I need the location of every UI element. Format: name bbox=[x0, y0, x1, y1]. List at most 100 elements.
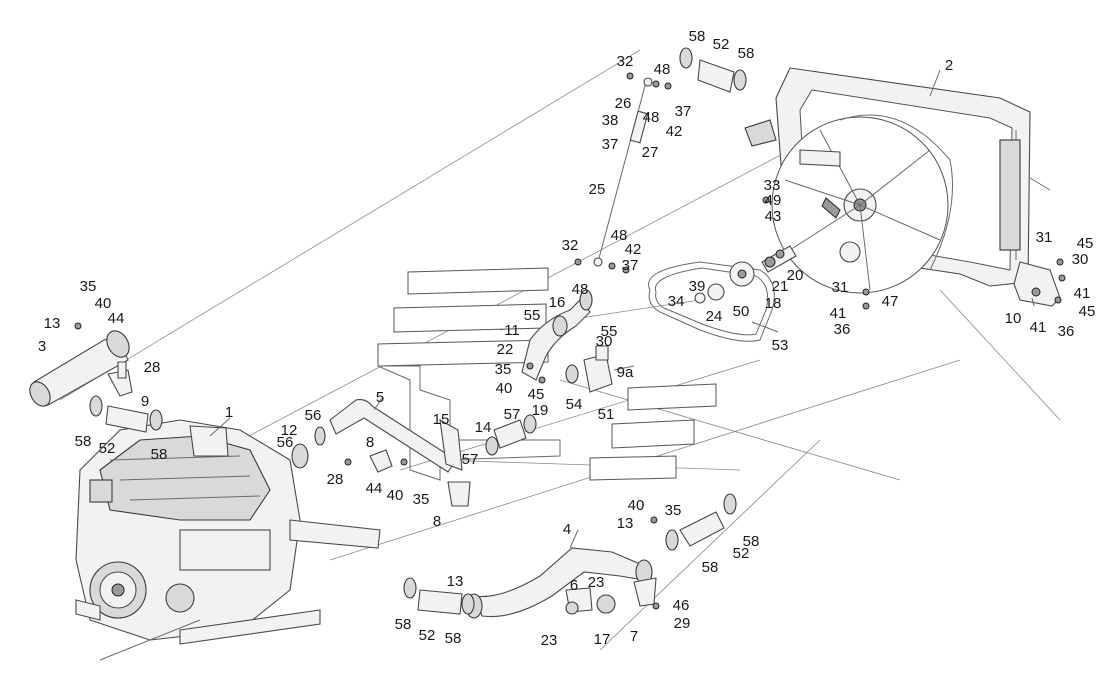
callout-30: 30 bbox=[1072, 251, 1089, 268]
callout-58: 58 bbox=[689, 28, 706, 45]
callout-42: 42 bbox=[666, 123, 683, 140]
pipe-bracket-center bbox=[369, 418, 471, 507]
callout-44: 44 bbox=[366, 480, 383, 497]
callout-52: 52 bbox=[733, 545, 750, 562]
mounting-bracket bbox=[1013, 261, 1061, 307]
callout-13: 13 bbox=[617, 515, 634, 532]
callout-53: 53 bbox=[772, 337, 789, 354]
callout-56: 56 bbox=[305, 407, 322, 424]
callout-46: 46 bbox=[673, 597, 690, 614]
callout-labels: 12345678899а1011121313131415161718192021… bbox=[38, 28, 1096, 649]
callout-48: 48 bbox=[643, 109, 660, 126]
callout-38: 38 bbox=[602, 112, 619, 129]
callout-14: 14 bbox=[475, 419, 492, 436]
callout-13: 13 bbox=[447, 573, 464, 590]
callout-57: 57 bbox=[462, 451, 479, 468]
engine-block bbox=[75, 419, 301, 641]
callout-32: 32 bbox=[562, 237, 579, 254]
callout-11: 11 bbox=[504, 322, 520, 339]
callout-15: 15 bbox=[433, 411, 450, 428]
fasteners bbox=[74, 72, 1066, 610]
callout-45: 45 bbox=[1077, 235, 1094, 252]
callout-35: 35 bbox=[665, 502, 682, 519]
callout-45: 45 bbox=[528, 386, 545, 403]
callout-58: 58 bbox=[75, 433, 92, 450]
drive-belt bbox=[648, 261, 775, 342]
callout-13: 13 bbox=[44, 315, 61, 332]
callout-16: 16 bbox=[549, 294, 566, 311]
leader-lines bbox=[209, 69, 1035, 549]
callout-36: 36 bbox=[834, 321, 851, 338]
coolant-pipe-mid bbox=[521, 289, 593, 381]
callout-31: 31 bbox=[832, 279, 849, 296]
callout-9а: 9а bbox=[617, 364, 634, 381]
callout-41: 41 bbox=[1030, 319, 1047, 336]
callout-43: 43 bbox=[765, 208, 782, 225]
callout-17: 17 bbox=[594, 631, 611, 648]
callout-8: 8 bbox=[366, 434, 374, 451]
callout-50: 50 bbox=[733, 303, 750, 320]
callout-22: 22 bbox=[497, 341, 514, 358]
callout-6: 6 bbox=[570, 577, 578, 594]
callout-44: 44 bbox=[108, 310, 125, 327]
callout-55: 55 bbox=[601, 323, 618, 340]
callout-21: 21 bbox=[772, 278, 789, 295]
callout-3: 3 bbox=[38, 338, 46, 355]
callout-20: 20 bbox=[787, 267, 804, 284]
callout-10: 10 bbox=[1005, 310, 1022, 327]
callout-37: 37 bbox=[602, 136, 619, 153]
callout-5: 5 bbox=[376, 389, 384, 406]
callout-58: 58 bbox=[445, 630, 462, 647]
charge-air-hose-lower bbox=[403, 577, 475, 615]
charge-air-hose-right bbox=[665, 493, 737, 551]
callout-28: 28 bbox=[327, 471, 344, 488]
callout-48: 48 bbox=[611, 227, 628, 244]
callout-34: 34 bbox=[668, 293, 685, 310]
callout-39: 39 bbox=[689, 278, 706, 295]
thermostat-housing bbox=[565, 345, 613, 393]
callout-41: 41 bbox=[830, 305, 847, 322]
callout-48: 48 bbox=[572, 281, 589, 298]
callout-35: 35 bbox=[495, 361, 512, 378]
callout-40: 40 bbox=[496, 380, 513, 397]
pipe-bracket-lower bbox=[565, 577, 657, 615]
charge-air-hose-left bbox=[89, 395, 163, 433]
callout-47: 47 bbox=[882, 293, 899, 310]
callout-40: 40 bbox=[387, 487, 404, 504]
callout-7: 7 bbox=[630, 628, 638, 645]
callout-54: 54 bbox=[566, 396, 583, 413]
callout-33: 33 bbox=[764, 177, 781, 194]
charge-air-pipe-lower bbox=[465, 547, 653, 619]
callout-52: 52 bbox=[713, 36, 730, 53]
callout-1: 1 bbox=[225, 404, 233, 421]
callout-8: 8 bbox=[433, 513, 441, 530]
callout-58: 58 bbox=[743, 533, 760, 550]
callout-37: 37 bbox=[622, 257, 639, 274]
callout-41: 41 bbox=[1074, 285, 1091, 302]
callout-9: 9 bbox=[141, 393, 149, 410]
frame-rails bbox=[75, 519, 381, 661]
callout-30: 30 bbox=[596, 333, 613, 350]
callout-55: 55 bbox=[524, 307, 541, 324]
pipe-bracket-left bbox=[107, 361, 133, 397]
callout-35: 35 bbox=[80, 278, 97, 295]
callout-49: 49 bbox=[765, 192, 782, 209]
callout-37: 37 bbox=[675, 103, 692, 120]
callout-28: 28 bbox=[144, 359, 161, 376]
coolant-pipe-upper bbox=[291, 399, 457, 473]
radiator-fan-assembly bbox=[744, 67, 1051, 294]
callout-24: 24 bbox=[706, 308, 723, 325]
callout-35: 35 bbox=[413, 491, 430, 508]
callout-26: 26 bbox=[615, 95, 632, 112]
callout-29: 29 bbox=[674, 615, 691, 632]
callout-23: 23 bbox=[541, 632, 558, 649]
callout-12: 12 bbox=[281, 422, 298, 439]
callout-58: 58 bbox=[702, 559, 719, 576]
callout-42: 42 bbox=[625, 241, 642, 258]
callout-51: 51 bbox=[598, 406, 615, 423]
callout-57: 57 bbox=[504, 406, 521, 423]
charge-air-pipe-left bbox=[29, 330, 130, 407]
callout-32: 32 bbox=[617, 53, 634, 70]
callout-23: 23 bbox=[588, 574, 605, 591]
